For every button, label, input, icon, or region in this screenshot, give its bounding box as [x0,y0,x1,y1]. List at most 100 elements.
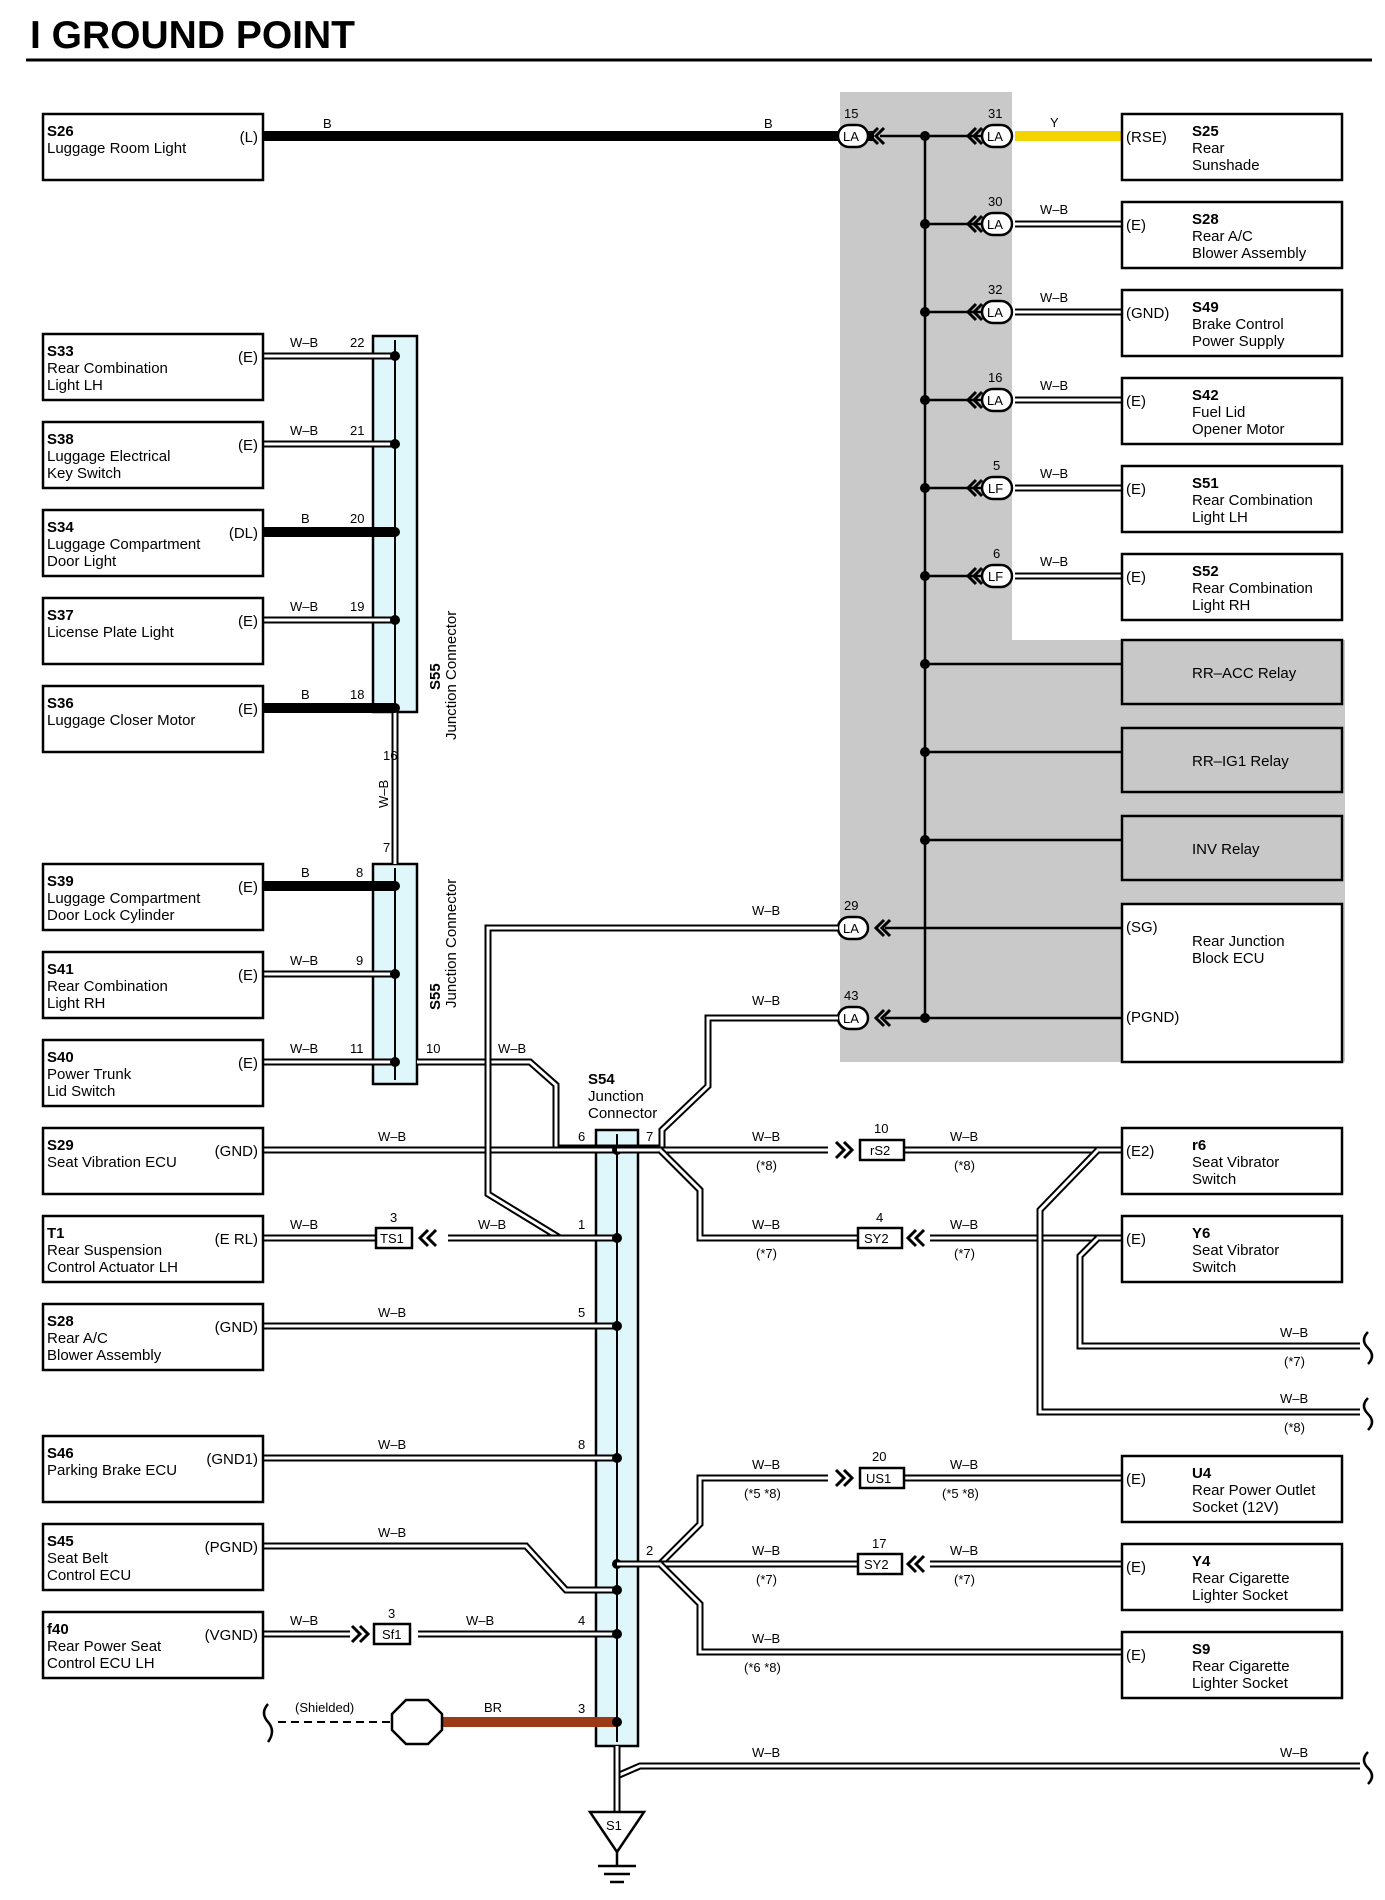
svg-text:S28: S28 [47,1313,74,1330]
svg-text:SY2: SY2 [864,1557,889,1572]
svg-text:15: 15 [844,106,858,121]
svg-text:W–B: W–B [466,1613,494,1628]
svg-text:5: 5 [993,458,1000,473]
svg-text:LA: LA [987,217,1003,232]
svg-text:W–B: W–B [1040,378,1068,393]
svg-text:Junction Connector: Junction Connector [443,879,460,1008]
svg-text:(E): (E) [238,437,258,454]
svg-text:5: 5 [578,1305,585,1320]
svg-text:(E): (E) [1126,217,1146,234]
svg-text:29: 29 [844,898,858,913]
svg-text:W–B: W–B [378,1305,406,1320]
svg-text:W–B: W–B [290,335,318,350]
svg-text:B: B [764,116,773,131]
svg-text:W–B: W–B [950,1457,978,1472]
svg-text:Seat Belt: Seat Belt [47,1550,109,1567]
svg-text:W–B: W–B [290,1613,318,1628]
svg-text:License Plate Light: License Plate Light [47,624,175,641]
svg-text:Rear Power Outlet: Rear Power Outlet [1192,1482,1316,1499]
svg-text:(E): (E) [1126,1559,1146,1576]
svg-text:Sf1: Sf1 [382,1627,402,1642]
svg-text:S40: S40 [47,1049,74,1066]
ground-symbol-icon: S1 [587,1810,647,1884]
svg-text:W–B: W–B [1280,1391,1308,1406]
svg-text:(E): (E) [238,613,258,630]
svg-text:(*7): (*7) [1284,1354,1305,1369]
svg-text:Lighter Socket: Lighter Socket [1192,1587,1289,1604]
svg-text:3: 3 [388,1606,395,1621]
svg-text:(E): (E) [238,967,258,984]
svg-text:US1: US1 [866,1471,891,1486]
svg-text:Sunshade: Sunshade [1192,157,1260,174]
svg-text:(*7): (*7) [954,1246,975,1261]
svg-text:Rear A/C: Rear A/C [1192,228,1253,245]
svg-text:W–B: W–B [378,1129,406,1144]
svg-text:W–B: W–B [950,1129,978,1144]
svg-text:W–B: W–B [498,1041,526,1056]
svg-text:Rear Cigarette: Rear Cigarette [1192,1570,1290,1587]
svg-text:20: 20 [872,1449,886,1464]
svg-text:W–B: W–B [376,780,391,808]
svg-text:(*7): (*7) [756,1246,777,1261]
svg-text:S39: S39 [47,873,74,890]
svg-text:(RSE): (RSE) [1126,129,1167,146]
svg-text:Switch: Switch [1192,1259,1236,1276]
svg-text:Brake Control: Brake Control [1192,316,1284,333]
svg-text:W–B: W–B [752,903,780,918]
svg-text:S37: S37 [47,607,74,624]
svg-text:(SG): (SG) [1126,919,1158,936]
svg-text:(*8): (*8) [1284,1420,1305,1435]
svg-text:6: 6 [993,546,1000,561]
svg-text:S25: S25 [1192,123,1219,140]
svg-text:S46: S46 [47,1445,74,1462]
svg-text:18: 18 [350,687,364,702]
svg-text:(PGND): (PGND) [1126,1009,1179,1026]
svg-text:Light LH: Light LH [47,377,103,394]
svg-text:S42: S42 [1192,387,1219,404]
svg-text:Opener Motor: Opener Motor [1192,421,1285,438]
svg-text:T1: T1 [47,1225,65,1242]
svg-text:B: B [301,687,310,702]
svg-text:16: 16 [988,370,1002,385]
svg-text:Luggage Compartment: Luggage Compartment [47,890,201,907]
relay-rr-ig1 [1120,726,1344,794]
relay-rr-acc [1120,638,1344,706]
svg-text:rS2: rS2 [870,1143,890,1158]
s55-label-upper: S55 [427,663,444,690]
svg-text:LA: LA [843,921,859,936]
svg-text:Rear Junction: Rear Junction [1192,933,1285,950]
svg-text:Luggage Electrical: Luggage Electrical [47,448,170,465]
svg-text:Control ECU LH: Control ECU LH [47,1655,155,1672]
svg-text:(E): (E) [238,879,258,896]
svg-text:(*5 *8): (*5 *8) [744,1486,781,1501]
svg-text:LA: LA [987,393,1003,408]
svg-text:B: B [301,865,310,880]
svg-text:W–B: W–B [290,953,318,968]
svg-text:Blower Assembly: Blower Assembly [47,1347,162,1364]
svg-text:1: 1 [578,1217,585,1232]
svg-text:W–B: W–B [1040,466,1068,481]
svg-text:W–B: W–B [950,1543,978,1558]
svg-text:(L): (L) [240,129,258,146]
svg-text:Block ECU: Block ECU [1192,950,1265,967]
svg-text:17: 17 [872,1536,886,1551]
svg-text:(E): (E) [1126,1471,1146,1488]
svg-text:r6: r6 [1192,1137,1206,1154]
svg-text:Lighter Socket: Lighter Socket [1192,1675,1289,1692]
svg-text:3: 3 [578,1701,585,1716]
svg-text:W–B: W–B [1280,1325,1308,1340]
svg-text:8: 8 [578,1437,585,1452]
svg-text:S9: S9 [1192,1641,1210,1658]
svg-text:SY2: SY2 [864,1231,889,1246]
svg-text:W–B: W–B [378,1437,406,1452]
svg-text:LA: LA [987,305,1003,320]
svg-text:LA: LA [987,129,1003,144]
svg-text:Seat Vibration ECU: Seat Vibration ECU [47,1154,177,1171]
svg-text:Socket (12V): Socket (12V) [1192,1499,1279,1516]
svg-text:S33: S33 [47,343,74,360]
